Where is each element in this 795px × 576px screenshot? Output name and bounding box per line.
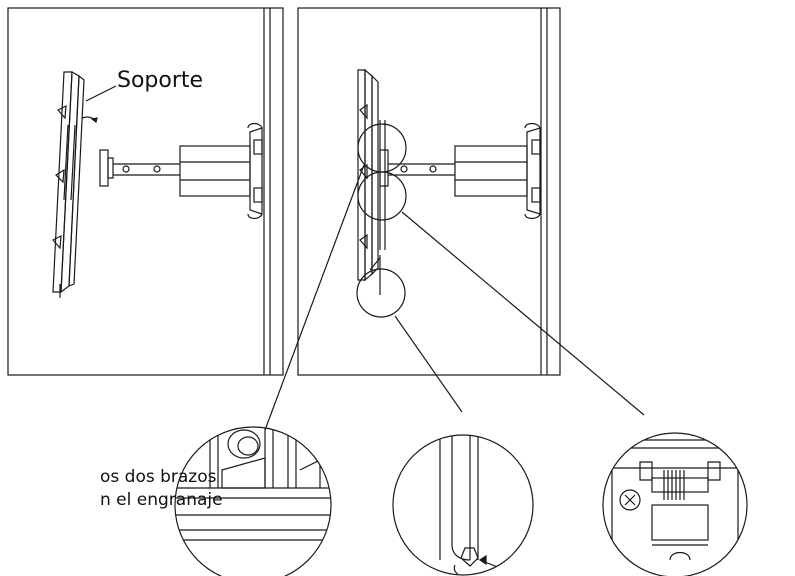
leader-to-detail-left [264,164,365,431]
leader-to-detail-right [401,211,645,416]
detail-right [602,432,748,576]
instruction-line-2: n el engranaje [100,490,223,510]
leader-to-detail-middle [394,315,463,413]
callout-circle-bottom [356,268,406,318]
right-panel [297,7,561,376]
arm-end-plate [99,149,109,187]
arm-body-right [454,145,528,197]
instruction-line-1: os dos brazos [100,467,217,487]
bracket-leader-line [85,85,117,102]
detail-arrow [478,554,487,566]
tv-left [52,70,85,298]
bracket-label: Soporte [117,68,204,93]
detail-middle [392,434,534,576]
right-panel-frame [297,7,561,376]
callout-circle-middle [357,171,407,221]
left-panel [7,7,284,376]
tv-right [357,68,386,295]
arm-body-left [179,145,251,197]
left-panel-frame [7,7,284,376]
